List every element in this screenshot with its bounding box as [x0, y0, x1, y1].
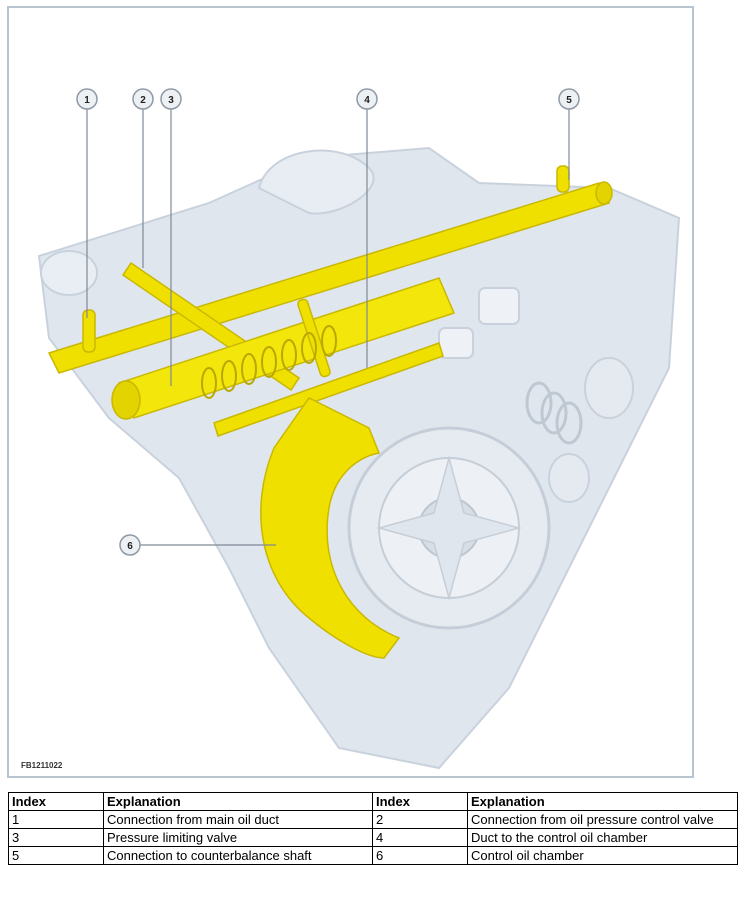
- callout-1: 1: [76, 88, 98, 110]
- svg-text:5: 5: [566, 95, 572, 106]
- oil-pump-illustration: 1 2 3 4 5 6: [37, 88, 681, 770]
- explanation-cell: Duct to the control oil chamber: [467, 828, 738, 847]
- header-explanation-1: Explanation: [103, 792, 373, 811]
- svg-text:2: 2: [140, 95, 146, 106]
- explanation-cell: Connection from main oil duct: [103, 810, 373, 829]
- legend-header-row: Index Explanation Index Explanation: [8, 792, 738, 811]
- pump-rotor: [347, 426, 551, 630]
- explanation-cell: Connection to counterbalance shaft: [103, 846, 373, 865]
- callout-4: 4: [356, 88, 378, 110]
- diagram-figure: 1 2 3 4 5 6 FB1211022: [7, 6, 694, 778]
- svg-text:1: 1: [84, 95, 90, 106]
- explanation-cell: Control oil chamber: [467, 846, 738, 865]
- spring-right: [525, 381, 583, 445]
- table-row: 3 Pressure limiting valve 4 Duct to the …: [8, 828, 738, 847]
- callout-6: 6: [119, 534, 141, 556]
- callout-3: 3: [160, 88, 182, 110]
- header-index-1: Index: [8, 792, 104, 811]
- explanation-cell: Pressure limiting valve: [103, 828, 373, 847]
- callout-2: 2: [132, 88, 154, 110]
- callout-leaders: [86, 109, 570, 546]
- index-cell: 2: [372, 810, 468, 829]
- index-cell: 6: [372, 846, 468, 865]
- index-cell: 1: [8, 810, 104, 829]
- index-cell: 3: [8, 828, 104, 847]
- table-row: 5 Connection to counterbalance shaft 6 C…: [8, 846, 738, 865]
- svg-text:4: 4: [364, 95, 370, 106]
- svg-text:6: 6: [127, 541, 133, 552]
- legend-table: Index Explanation Index Explanation 1 Co…: [8, 792, 738, 865]
- svg-text:3: 3: [168, 95, 174, 106]
- table-row: 1 Connection from main oil duct 2 Connec…: [8, 810, 738, 829]
- valve-spring: [201, 325, 337, 399]
- index-cell: 5: [8, 846, 104, 865]
- explanation-cell: Connection from oil pressure control val…: [467, 810, 738, 829]
- header-index-2: Index: [372, 792, 468, 811]
- index-cell: 4: [372, 828, 468, 847]
- header-explanation-2: Explanation: [467, 792, 738, 811]
- callout-5: 5: [558, 88, 580, 110]
- figure-id: FB1211022: [21, 761, 63, 770]
